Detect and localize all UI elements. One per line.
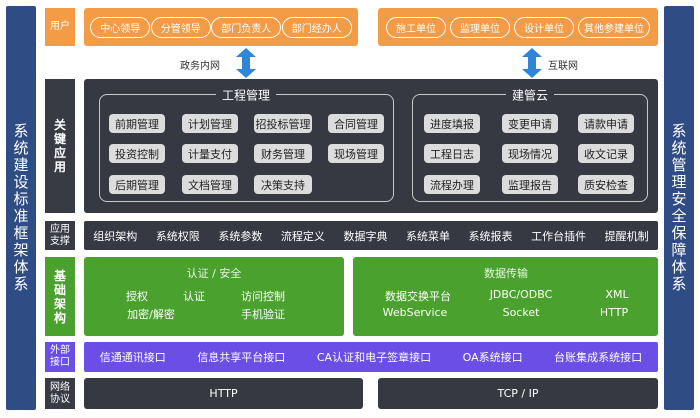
module-chip[interactable]: 监理报告 xyxy=(502,175,558,194)
module-chip[interactable]: 财务管理 xyxy=(254,144,312,163)
interface-item[interactable]: OA系统接口 xyxy=(462,351,523,364)
module-chip[interactable]: 合同管理 xyxy=(328,114,384,133)
module-chip[interactable]: 现场情况 xyxy=(502,144,558,163)
auth-item: 认证 xyxy=(183,290,205,303)
key-apps-label-text: 关键应用 xyxy=(53,118,66,174)
protocol-http-text: HTTP xyxy=(209,387,238,400)
module-chip[interactable]: 前期管理 xyxy=(109,114,165,133)
data-item: WebService xyxy=(382,306,448,319)
support-item[interactable]: 流程定义 xyxy=(280,229,325,243)
user-pill[interactable]: 分管领导 xyxy=(150,16,211,38)
key-apps-label: 关键应用 xyxy=(45,79,75,213)
jianguan-title: 建管云 xyxy=(505,86,555,104)
module-chip[interactable]: 收文记录 xyxy=(578,144,634,163)
support-item[interactable]: 组织架构 xyxy=(93,229,138,243)
auth-item: 手机验证 xyxy=(241,308,285,321)
module-chip[interactable]: 投资控制 xyxy=(109,144,165,163)
data-item: 数据交换平台 xyxy=(385,290,451,303)
module-chip[interactable]: 计划管理 xyxy=(182,114,238,133)
network-protocol-label: 网络协议 xyxy=(45,378,75,409)
protocol-tcpip-text: TCP / IP xyxy=(497,387,539,400)
module-chip[interactable]: 流程办理 xyxy=(424,175,480,194)
module-chip[interactable]: 现场管理 xyxy=(328,144,384,163)
internal-users-group: 中心领导 分管领导 部门负责人 部门经办人 xyxy=(84,8,358,46)
interface-item[interactable]: 台账集成系统接口 xyxy=(554,351,643,364)
user-pill[interactable]: 监理单位 xyxy=(450,16,510,38)
network-label-internal: 政务内网 xyxy=(180,61,220,72)
double-arrow-icon xyxy=(522,48,542,78)
engineering-title: 工程管理 xyxy=(215,86,277,104)
app-support-label: 应用支撑 xyxy=(45,221,75,250)
network-protocol-label-text: 网络协议 xyxy=(50,381,70,405)
network-label-internet: 互联网 xyxy=(548,61,578,72)
module-chip[interactable]: 请款申请 xyxy=(578,114,634,133)
auth-security-title: 认证 / 安全 xyxy=(186,267,242,280)
auth-item: 授权 xyxy=(126,290,148,303)
user-pill[interactable]: 其他参建单位 xyxy=(578,16,650,38)
protocol-tcpip: TCP / IP xyxy=(378,378,658,409)
app-support-strip: 组织架构 系统权限 系统参数 流程定义 数据字典 系统菜单 系统报表 工作台插件… xyxy=(84,221,658,250)
double-arrow-icon xyxy=(236,48,256,78)
user-pill[interactable]: 部门经办人 xyxy=(281,16,352,38)
user-pill[interactable]: 施工单位 xyxy=(386,16,446,38)
interface-item[interactable]: 信通通讯接口 xyxy=(99,351,166,364)
interface-item[interactable]: CA认证和电子签章接口 xyxy=(316,351,432,364)
module-chip[interactable]: 进度填报 xyxy=(424,114,480,133)
module-chip[interactable]: 质安检查 xyxy=(578,175,634,194)
external-interfaces-strip: 信通通讯接口 信息共享平台接口 CA认证和电子签章接口 OA系统接口 台账集成系… xyxy=(84,342,658,372)
foundation-label-text: 基础架构 xyxy=(53,268,66,325)
auth-item: 加密/解密 xyxy=(127,308,175,321)
module-chip[interactable]: 后期管理 xyxy=(109,175,165,194)
module-chip[interactable]: 文档管理 xyxy=(182,175,238,194)
right-side-title: 系统管理安全保障体系 xyxy=(671,122,687,293)
data-item: HTTP xyxy=(599,306,629,319)
support-item[interactable]: 系统权限 xyxy=(155,229,200,243)
user-pill[interactable]: 中心领导 xyxy=(90,16,151,38)
user-pill[interactable]: 设计单位 xyxy=(514,16,574,38)
support-item[interactable]: 系统菜单 xyxy=(406,229,450,243)
users-label-text: 用户 xyxy=(50,21,70,32)
support-item[interactable]: 数据字典 xyxy=(343,229,388,243)
protocol-http: HTTP xyxy=(84,378,363,409)
support-item[interactable]: 系统报表 xyxy=(468,229,513,243)
data-transfer-title: 数据传输 xyxy=(484,267,528,280)
users-label: 用户 xyxy=(45,8,75,46)
external-users-group: 施工单位 监理单位 设计单位 其他参建单位 xyxy=(378,8,658,46)
external-label: 外部接口 xyxy=(45,342,75,372)
data-item: XML xyxy=(605,288,629,301)
data-item: JDBC/ODBC xyxy=(489,288,553,301)
support-item[interactable]: 工作台插件 xyxy=(531,229,587,243)
app-support-label-text: 应用支撑 xyxy=(50,223,70,247)
module-chip[interactable]: 工程日志 xyxy=(424,144,480,163)
auth-security-panel xyxy=(84,257,344,336)
data-item: Socket xyxy=(502,306,540,319)
support-item[interactable]: 系统参数 xyxy=(218,229,263,243)
data-transfer-panel xyxy=(353,257,658,336)
module-chip[interactable]: 计量支付 xyxy=(182,144,238,163)
right-side-column: 系统管理安全保障体系 xyxy=(664,6,694,410)
left-side-title: 系统建设标准框架体系 xyxy=(13,122,29,293)
module-chip[interactable]: 变更申请 xyxy=(502,114,558,133)
module-chip[interactable]: 招投标管理 xyxy=(254,114,312,133)
auth-item: 访问控制 xyxy=(241,290,285,303)
module-chip[interactable]: 决策支持 xyxy=(254,175,312,194)
left-side-column: 系统建设标准框架体系 xyxy=(6,6,36,410)
external-label-text: 外部接口 xyxy=(50,345,70,368)
user-pill[interactable]: 部门负责人 xyxy=(211,16,282,38)
foundation-label: 基础架构 xyxy=(45,257,75,336)
support-item[interactable]: 提醒机制 xyxy=(604,229,649,243)
interface-item[interactable]: 信息共享平台接口 xyxy=(197,351,286,364)
